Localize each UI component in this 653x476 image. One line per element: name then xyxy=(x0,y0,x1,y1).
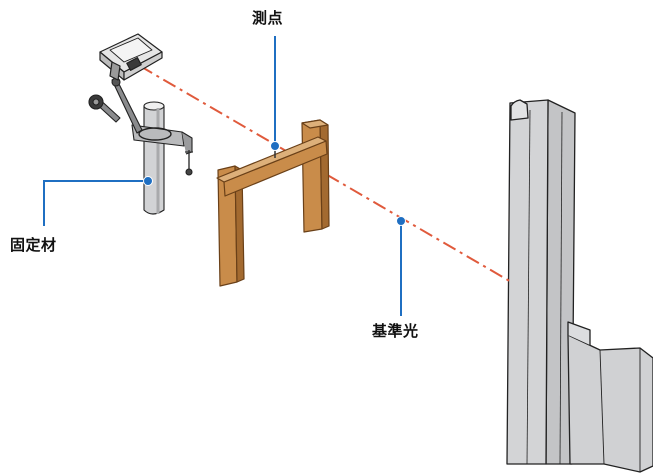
frame-crossbar-top xyxy=(216,136,327,183)
frame-back-post xyxy=(301,119,323,233)
sheet-pile-crease xyxy=(526,109,531,465)
fixture-clamp-band xyxy=(138,127,172,141)
laser-mount xyxy=(109,61,121,81)
reference-beam-line xyxy=(139,65,514,284)
sheet-pile-second-edge xyxy=(599,349,605,465)
leader-dot-fixture xyxy=(143,176,153,186)
label-fixture: 固定材 xyxy=(10,236,57,254)
laser-panel xyxy=(109,37,153,63)
sheet-pile xyxy=(506,99,653,473)
sheet-pile-crease xyxy=(559,111,563,465)
sheet-pile-web xyxy=(506,99,549,465)
frame-back-post-side xyxy=(319,119,330,230)
leader-dot-measure xyxy=(270,141,280,151)
label-reference-beam: 基準光 xyxy=(372,322,419,340)
leader-dot-beam xyxy=(396,216,406,226)
leader-fixture xyxy=(43,180,147,226)
laser-lens xyxy=(126,57,142,71)
fixture-screw-knob xyxy=(185,168,193,176)
laser-body-side xyxy=(123,51,163,81)
leader-lines xyxy=(43,36,402,316)
sheet-pile-front-flange xyxy=(510,99,529,121)
fixture-assembly xyxy=(88,77,193,215)
frame-back-post-top xyxy=(301,119,329,129)
laser-instrument xyxy=(99,33,163,81)
sheet-pile-lip xyxy=(567,321,591,345)
wooden-frame xyxy=(216,119,330,287)
leader-dots xyxy=(143,141,406,226)
fixture-arm-joint-inner xyxy=(92,98,100,106)
label-measure-point: 測点 xyxy=(252,9,284,27)
fixture-pipe xyxy=(143,105,165,215)
fixture-pipe-top xyxy=(143,101,165,111)
sheet-pile-second xyxy=(567,334,653,473)
